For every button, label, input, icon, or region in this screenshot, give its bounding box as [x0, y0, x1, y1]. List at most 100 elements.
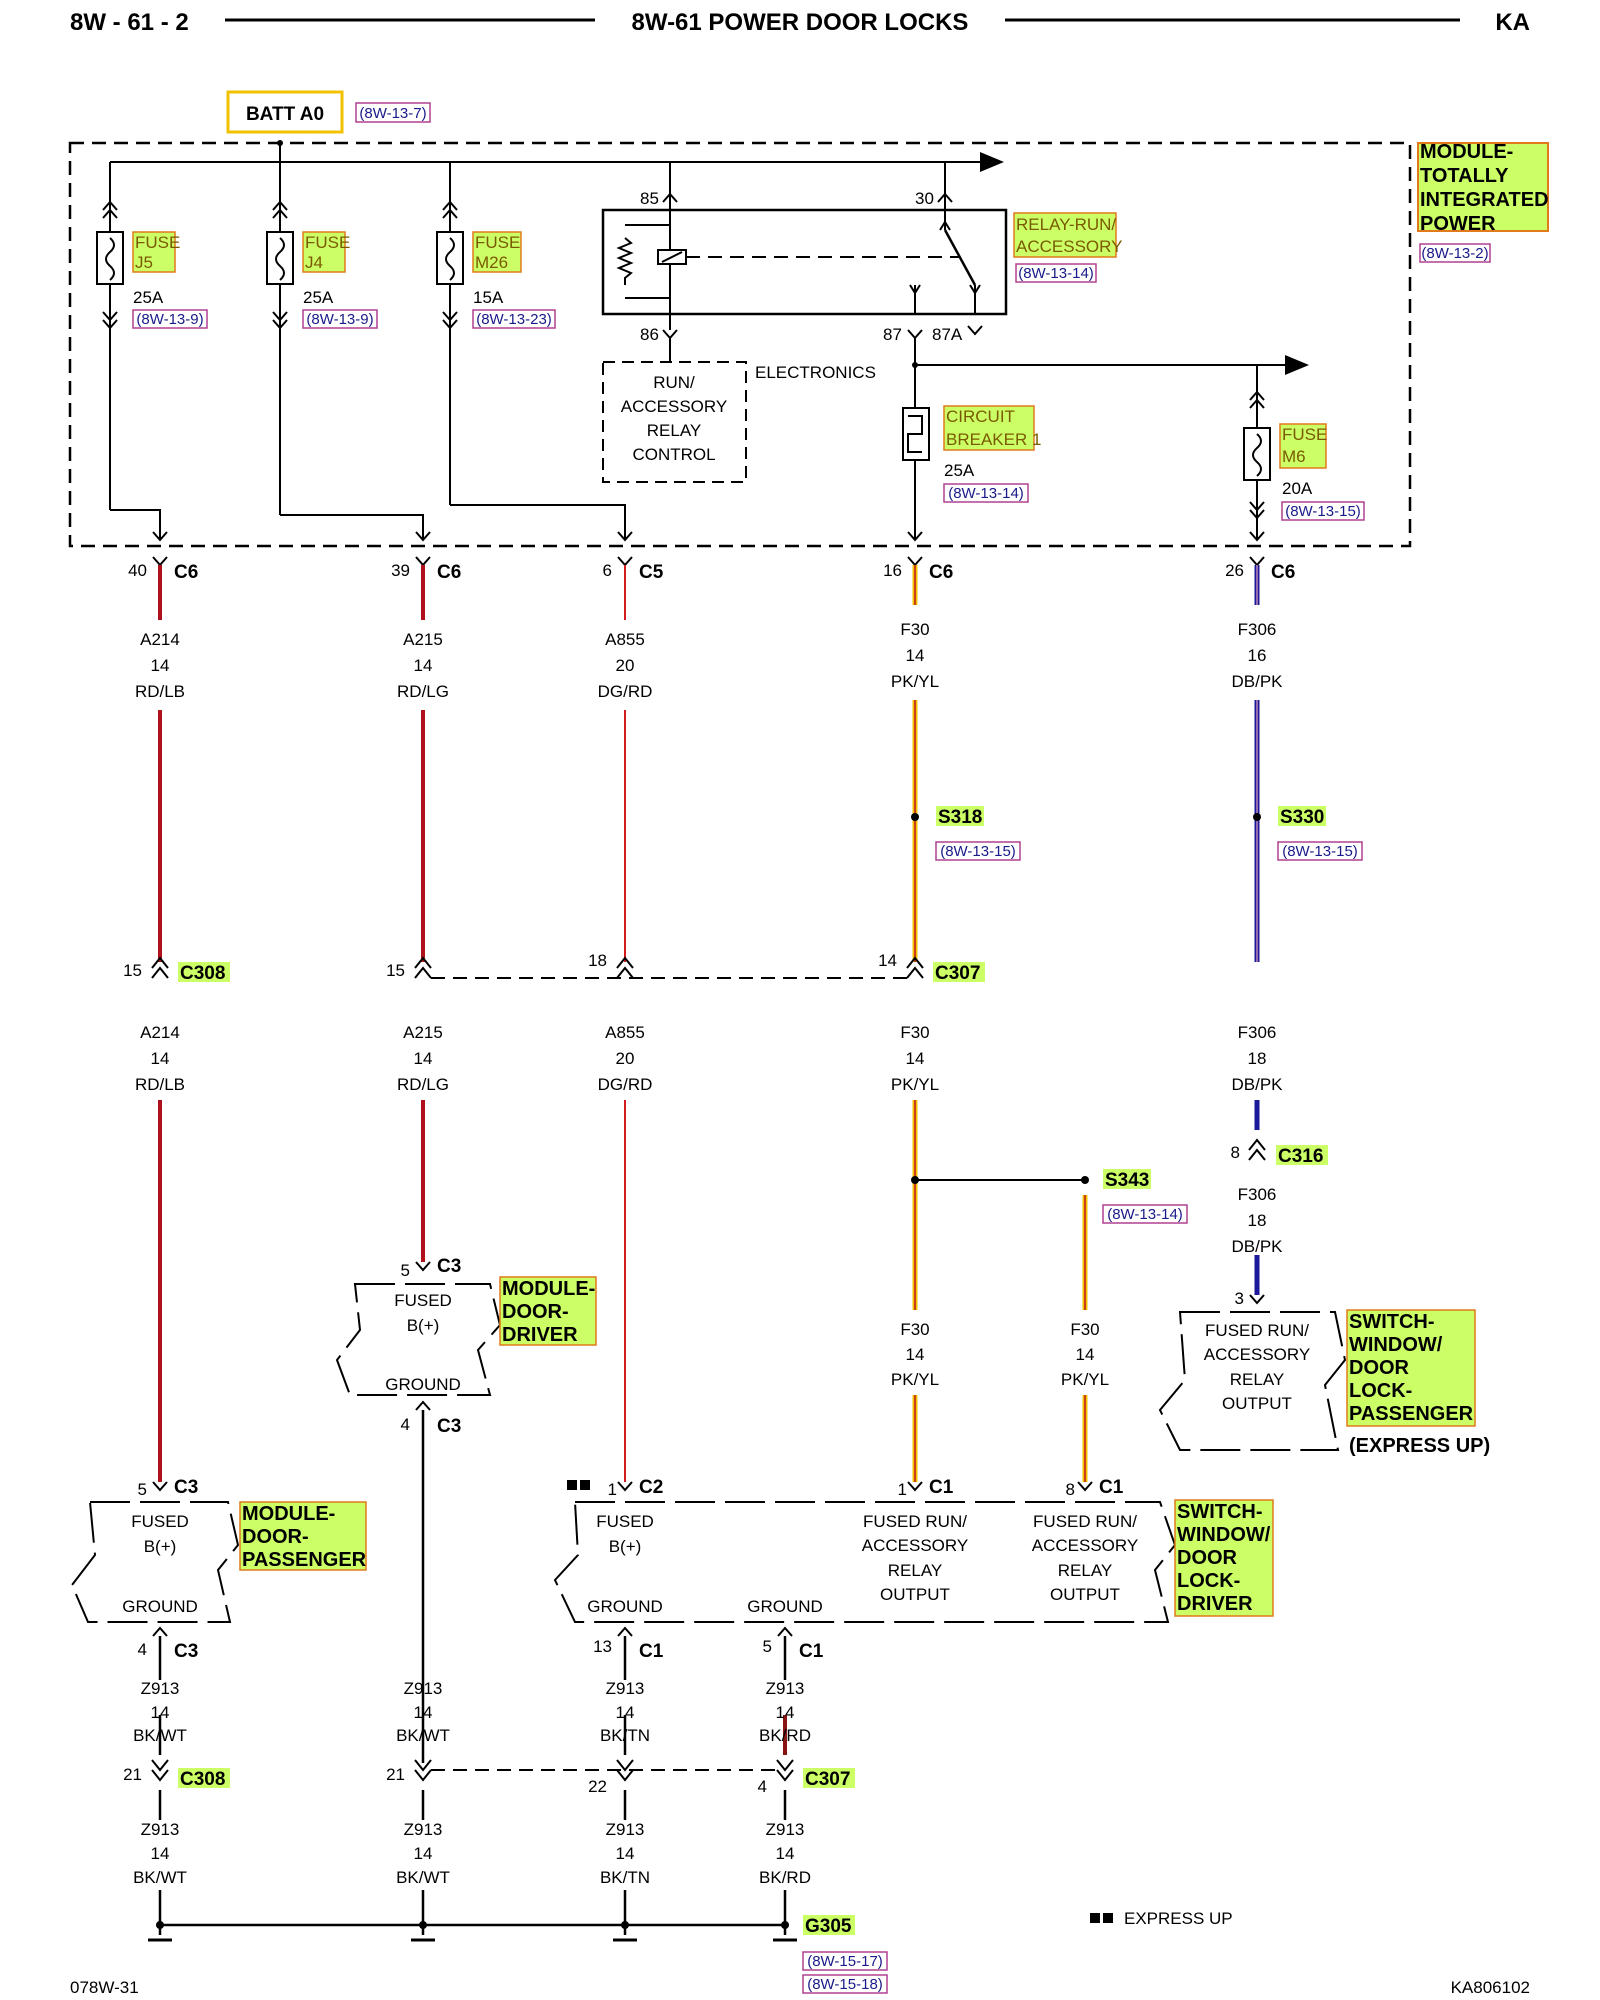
- gu2-color: BK/WT: [396, 1726, 450, 1745]
- fuse-m26-label-1: FUSE: [475, 233, 520, 252]
- s343-label: S343: [1105, 1170, 1149, 1191]
- c307-2-pin: 18: [588, 951, 607, 970]
- fuse-m26: FUSE M26 15A (8W-13-23): [436, 162, 633, 542]
- swp-text-1: FUSED RUN/: [1205, 1321, 1309, 1340]
- header-model: KA: [1495, 9, 1530, 36]
- swd-fused-1: FUSED: [596, 1512, 654, 1531]
- mdd-label-3: DRIVER: [502, 1324, 578, 1346]
- f306-lower-circuit: F306: [1238, 1185, 1277, 1204]
- gc3-pin: 22: [588, 1777, 607, 1796]
- mdp-bottom-pin: 4: [138, 1640, 147, 1659]
- tipm-conn-3-pin: 6: [603, 561, 612, 580]
- tipm-conn-5-pin: 26: [1225, 561, 1244, 580]
- g305-ref-1[interactable]: (8W-15-17): [807, 1953, 883, 1970]
- swd-label-1: SWITCH-: [1177, 1501, 1263, 1523]
- swd-fused-2: B(+): [609, 1537, 642, 1556]
- tipm-conn-5-name: C6: [1271, 562, 1295, 583]
- gl2-color: BK/WT: [396, 1868, 450, 1887]
- mdd-label-2: DOOR-: [502, 1301, 569, 1323]
- g305-ref-2[interactable]: (8W-15-18): [807, 1976, 883, 1993]
- swd-bottom-pin-1: 13: [593, 1637, 612, 1656]
- mdp-text-2: B(+): [144, 1537, 177, 1556]
- fuse-j5-label-2: J5: [135, 253, 153, 272]
- fuse-j5-ref[interactable]: (8W-13-9): [136, 311, 203, 328]
- swd-out1-4: OUTPUT: [880, 1585, 950, 1604]
- express-up-mark-2: [580, 1480, 590, 1490]
- wm5-circuit: F306: [1238, 1023, 1277, 1042]
- footer-right: KA806102: [1451, 1978, 1530, 1997]
- f306-lower-color: DB/PK: [1231, 1237, 1283, 1256]
- mdp-text-ground: GROUND: [122, 1597, 198, 1616]
- swd-out1-2: ACCESSORY: [862, 1536, 968, 1555]
- relay-label-2: ACCESSORY: [1016, 237, 1122, 256]
- wm5-color: DB/PK: [1231, 1075, 1283, 1094]
- s318-ref[interactable]: (8W-13-15): [940, 843, 1016, 860]
- relay-pin-87a: 87A: [932, 325, 963, 344]
- swp-label-1: SWITCH-: [1349, 1311, 1435, 1333]
- gl4-circuit: Z913: [766, 1820, 805, 1839]
- tipm-ref[interactable]: (8W-13-2): [1421, 245, 1488, 262]
- wu5-color: DB/PK: [1231, 672, 1283, 691]
- ground-connectors: 21 C308 21 22 4 C307: [123, 1759, 855, 1796]
- connector-c316: 8 C316 F306 18 DB/PK: [1231, 1138, 1328, 1256]
- wf2-color: PK/YL: [1061, 1370, 1109, 1389]
- gu1-circuit: Z913: [141, 1679, 180, 1698]
- express-up-mark-1: [567, 1480, 577, 1490]
- wm1-gauge: 14: [151, 1049, 170, 1068]
- gl1-color: BK/WT: [133, 1868, 187, 1887]
- fuse-j4-rating: 25A: [303, 288, 334, 307]
- mdp-label-3: PASSENGER: [242, 1549, 367, 1571]
- swd-label-2: WINDOW/: [1177, 1524, 1271, 1546]
- relay-label-1: RELAY-RUN/: [1016, 215, 1116, 234]
- gl4-gauge: 14: [776, 1844, 795, 1863]
- wire-labels-upper: A214 14 RD/LB A215 14 RD/LG A855 20 DG/R…: [135, 620, 1283, 701]
- fuse-j4-ref[interactable]: (8W-13-9): [306, 311, 373, 328]
- gl1-circuit: Z913: [141, 1820, 180, 1839]
- swd-top-pin-1: 1: [608, 1480, 617, 1499]
- mdp-top-conn: C3: [174, 1477, 198, 1498]
- relay-ref[interactable]: (8W-13-14): [1018, 265, 1094, 282]
- gc4-pin: 4: [758, 1777, 767, 1796]
- gu2-gauge: 14: [414, 1703, 433, 1722]
- s343-ref[interactable]: (8W-13-14): [1107, 1206, 1183, 1223]
- wu2-gauge: 14: [414, 656, 433, 675]
- wm4-circuit: F30: [900, 1023, 929, 1042]
- fuse-m6-ref[interactable]: (8W-13-15): [1285, 503, 1361, 520]
- swd-top-pin-3: 8: [1066, 1480, 1075, 1499]
- wu1-circuit: A214: [140, 630, 180, 649]
- circuit-breaker-1: CIRCUIT BREAKER 1 25A (8W-13-14): [902, 405, 1041, 503]
- c316-pin: 8: [1231, 1143, 1240, 1162]
- gu1-gauge: 14: [151, 1703, 170, 1722]
- tipm-conn-3-name: C5: [639, 562, 664, 583]
- fuse-j5-label-1: FUSE: [135, 233, 180, 252]
- swp-label-5: PASSENGER: [1349, 1403, 1474, 1425]
- page-header: 8W - 61 - 2 8W-61 POWER DOOR LOCKS KA: [70, 9, 1530, 36]
- fuse-m26-rating: 15A: [473, 288, 504, 307]
- wf2-gauge: 14: [1076, 1345, 1095, 1364]
- batt-ref[interactable]: (8W-13-7): [359, 105, 426, 122]
- wu5-circuit: F306: [1238, 620, 1277, 639]
- swd-out2-4: OUTPUT: [1050, 1585, 1120, 1604]
- mdd-bottom-conn: C3: [437, 1416, 461, 1437]
- fuse-m6-label-1: FUSE: [1282, 425, 1327, 444]
- tipm-conn-2-pin: 39: [391, 561, 410, 580]
- wire-labels-f30-lower: F30 14 PK/YL F30 14 PK/YL: [891, 1320, 1109, 1389]
- swd-out2-2: ACCESSORY: [1032, 1536, 1138, 1555]
- module-door-passenger: 5 C3 FUSED B(+) GROUND 4 C3 MODULE- DOOR…: [70, 1477, 367, 1680]
- relay-pin-87: 87: [883, 325, 902, 344]
- swd-bottom-conn-2: C1: [799, 1641, 824, 1662]
- swd-top-conn-3: C1: [1099, 1477, 1124, 1498]
- electronics-label: ELECTRONICS: [755, 363, 876, 382]
- s330-ref[interactable]: (8W-13-15): [1282, 843, 1358, 860]
- swp-label-3: DOOR: [1349, 1357, 1410, 1379]
- ground-wire-labels-lower: Z913 14 BK/WT Z913 14 BK/WT Z913 14 BK/T…: [133, 1820, 811, 1887]
- tipm-conn-1-pin: 40: [128, 561, 147, 580]
- swd-top-conn-1: C2: [639, 1477, 663, 1498]
- fuse-m26-ref[interactable]: (8W-13-23): [476, 311, 552, 328]
- circuit-breaker-ref[interactable]: (8W-13-14): [948, 485, 1024, 502]
- swd-bottom-pin-2: 5: [763, 1637, 772, 1656]
- electronics-box: [602, 361, 747, 483]
- ground-wires: [158, 1636, 787, 1935]
- gl1-gauge: 14: [151, 1844, 170, 1863]
- fuse-j4-label-1: FUSE: [305, 233, 350, 252]
